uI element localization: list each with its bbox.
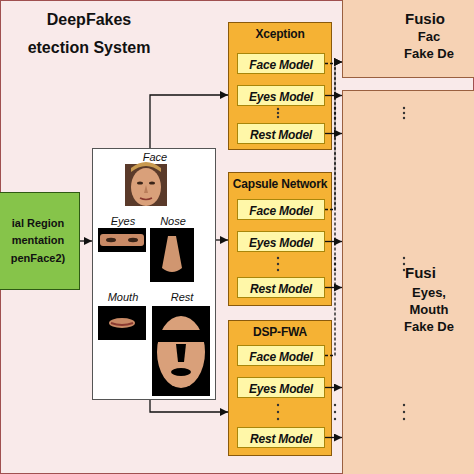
region-label: Mouth: [99, 291, 147, 303]
fusion-heading: Fusio: [405, 9, 465, 29]
model-box: Face Model: [237, 345, 325, 366]
connector-arrow: [325, 287, 342, 288]
group-heading: Xception: [229, 27, 331, 41]
connector-arrow: [325, 62, 342, 64]
model-box: Rest Model: [237, 277, 325, 298]
fusion-heading: Fusi: [405, 263, 465, 283]
box-label: Rest Model: [238, 282, 324, 296]
box-label: ial Region mentation penFace2): [0, 215, 76, 266]
model-box: Rest Model: [237, 427, 325, 448]
connector-arrow: [325, 437, 342, 438]
connector-arrow: [325, 62, 342, 210]
face-crop: [125, 162, 167, 206]
box-label: Eyes Model: [238, 90, 324, 104]
model-box: Eyes Model: [237, 85, 325, 106]
model-box: Face Model: [237, 53, 325, 74]
region-label: Fac Fake De: [403, 29, 455, 63]
region-label: Eyes: [99, 215, 147, 227]
connector-arrow: [216, 239, 228, 240]
box-label: Rest Model: [238, 128, 324, 142]
box-label: Face Model: [238, 204, 324, 218]
connector-arrow: [325, 241, 342, 242]
model-group: XceptionFace ModelEyes ModelRest Model: [228, 22, 332, 150]
rest-crop: [152, 306, 210, 396]
fusion-box: FusioFac Fake De: [342, 0, 474, 78]
fusion-box: FusiEyes, Mouth Fake De: [342, 90, 474, 474]
model-group: DSP-FWA Face ModelEyes ModelRest Model: [228, 320, 332, 456]
model-group: Capsule NetworkFace ModelEyes ModelRest …: [228, 172, 332, 306]
model-box: Eyes Model: [237, 377, 325, 398]
connector-arrow: [80, 240, 92, 241]
diagram-title: DeepFakes etection System: [14, 6, 164, 62]
nose-crop: [150, 228, 194, 282]
model-box: Face Model: [237, 199, 325, 220]
connector-arrow: [325, 95, 342, 96]
facial-regions-box: FaceEyes NoseMouth Rest: [92, 148, 216, 400]
ellipsis-dots: [277, 107, 405, 420]
eyes-crop: [98, 228, 146, 252]
box-label: Face Model: [238, 350, 324, 364]
group-heading: Capsule Network: [229, 177, 331, 191]
connector-arrow: [325, 133, 342, 134]
region-label: Rest: [153, 291, 211, 303]
connector-arrow: [325, 62, 342, 356]
connector-arrow: [150, 400, 228, 412]
box-label: Eyes Model: [238, 236, 324, 250]
region-label: Nose: [151, 215, 195, 227]
model-box: Rest Model: [237, 123, 325, 144]
model-box: Eyes Model: [237, 231, 325, 252]
segmentation-box: ial Region mentation penFace2): [0, 192, 80, 290]
mouth-crop: [98, 306, 146, 340]
group-heading: DSP-FWA: [229, 325, 331, 339]
region-label: Eyes, Mouth Fake De: [403, 285, 455, 336]
box-label: Eyes Model: [238, 382, 324, 396]
connector-arrow: [325, 387, 342, 388]
region-label: Face: [115, 151, 195, 163]
box-label: Face Model: [238, 58, 324, 72]
box-label: Rest Model: [238, 432, 324, 446]
connector-arrow: [150, 95, 228, 148]
